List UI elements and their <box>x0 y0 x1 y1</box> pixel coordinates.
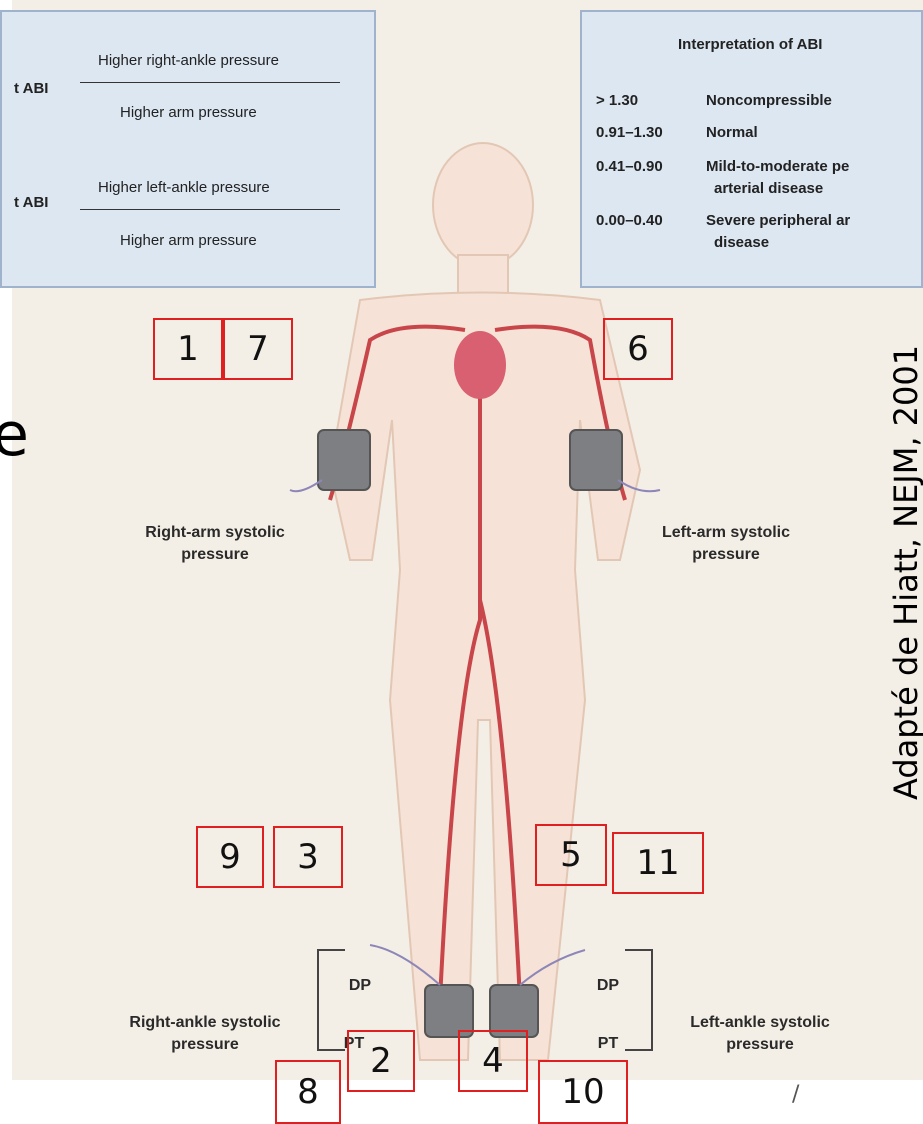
right-ankle-label: Right-ankle systolic pressure <box>110 1012 300 1056</box>
marker-box: 11 <box>612 832 704 894</box>
marker-box: 2 <box>347 1030 415 1092</box>
left-ankle-label: Left-ankle systolic pressure <box>670 1012 850 1056</box>
meaning-cell: Severe peripheral ar <box>706 212 850 229</box>
dp-left-label: DP <box>588 975 628 997</box>
interpretation-title: Interpretation of ABI <box>678 36 822 53</box>
meaning-cell: Normal <box>706 124 758 141</box>
right-denominator: Higher arm pressure <box>120 104 257 121</box>
meaning-cell: Mild-to-moderate pe <box>706 158 849 175</box>
range-cell: 0.91–1.30 <box>596 124 663 141</box>
dp-right-label: DP <box>340 975 380 997</box>
left-numerator: Higher left-ankle pressure <box>98 179 270 196</box>
right-abi-prefix: t ABI <box>14 80 48 97</box>
marker-box: 10 <box>538 1060 628 1124</box>
pt-left-label: PT <box>588 1033 628 1055</box>
right-fraction-line <box>80 82 340 83</box>
marker-box: 6 <box>603 318 673 380</box>
range-cell: 0.41–0.90 <box>596 158 663 175</box>
marker-box: 3 <box>273 826 343 888</box>
meaning-cell-line2: disease <box>714 234 769 251</box>
meaning-cell: Noncompressible <box>706 92 832 109</box>
left-abi-prefix: t ABI <box>14 194 48 211</box>
range-cell: > 1.30 <box>596 92 638 109</box>
marker-box: 9 <box>196 826 264 888</box>
abi-formula-box: t ABI Higher right-ankle pressure Higher… <box>0 10 376 288</box>
marker-box: 5 <box>535 824 607 886</box>
heart <box>454 331 506 399</box>
left-arm-label: Left-arm systolic pressure <box>636 522 816 566</box>
meaning-cell-line2: arterial disease <box>714 180 823 197</box>
left-denominator: Higher arm pressure <box>120 232 257 249</box>
partial-slide-text: e <box>0 400 29 470</box>
right-arm-label: Right-arm systolic pressure <box>130 522 300 566</box>
left-fraction-line <box>80 209 340 210</box>
marker-box: 8 <box>275 1060 341 1124</box>
range-cell: 0.00–0.40 <box>596 212 663 229</box>
marker-box: 7 <box>223 318 293 380</box>
stray-slash: / <box>792 1082 799 1107</box>
source-credit: Adapté de Hiatt, NEJM, 2001 <box>887 345 923 800</box>
right-numerator: Higher right-ankle pressure <box>98 52 279 69</box>
marker-box: 1 <box>153 318 223 380</box>
interpretation-box: Interpretation of ABI > 1.30 Noncompress… <box>580 10 923 288</box>
marker-box: 4 <box>458 1030 528 1092</box>
